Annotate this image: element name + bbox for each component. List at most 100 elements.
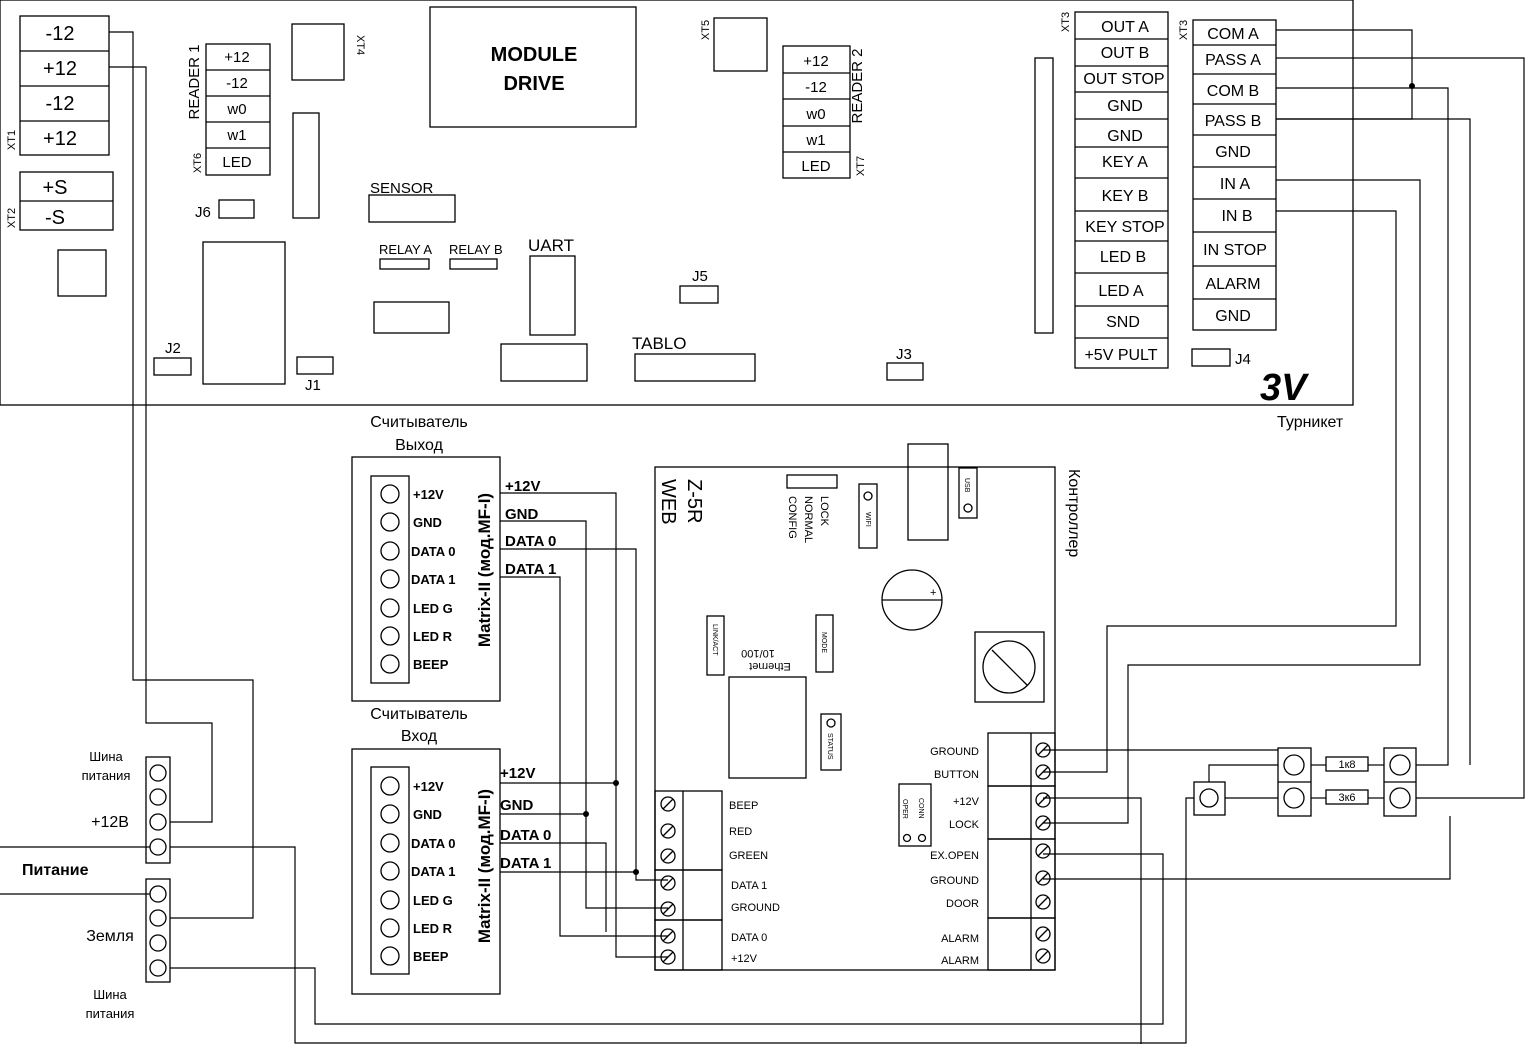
reader1-pin: +12 bbox=[224, 49, 249, 66]
rotary-switch bbox=[974, 631, 1045, 703]
j5-label: J5 bbox=[692, 268, 708, 285]
reader-wire-label: DATA 0 bbox=[500, 827, 551, 844]
screw-terminal bbox=[660, 823, 676, 839]
brand-logo: 3V bbox=[1260, 367, 1309, 409]
j3-jumper bbox=[886, 362, 924, 381]
terminal-label: EX.OPEN bbox=[930, 850, 979, 862]
board-outline bbox=[0, 0, 1354, 406]
oper-conn-jumper bbox=[898, 783, 932, 847]
relay-a-label: RELAY A bbox=[379, 242, 432, 257]
wire-exit-12v bbox=[500, 492, 668, 958]
controller-left-terminals bbox=[654, 790, 723, 971]
status-led bbox=[820, 713, 842, 771]
reader1-terminal: +12 -12 w0 w1 LED READER 1 XT6 bbox=[186, 43, 271, 176]
terminal-label: BEEP bbox=[729, 800, 758, 812]
mode-label: LOCK bbox=[818, 496, 830, 527]
reader-model: Matrix-II (мод.MF-I) bbox=[475, 493, 494, 647]
bus-caption: Шина bbox=[93, 987, 127, 1002]
resistor-3k6 bbox=[1325, 789, 1369, 805]
screw-terminal bbox=[1035, 894, 1051, 910]
reader-pin: GND bbox=[413, 515, 442, 530]
board-component bbox=[202, 241, 286, 385]
reader-entry-caption: Вход bbox=[401, 728, 438, 745]
board-component bbox=[500, 343, 588, 382]
xt1-pin: +12 bbox=[43, 128, 77, 150]
ground-label: Земля bbox=[86, 928, 134, 945]
ethernet-label: 10/100 bbox=[741, 647, 775, 659]
reader-wire-label: GND bbox=[500, 797, 534, 814]
uart-block bbox=[529, 255, 576, 336]
resistor-section: 1к8 3к6 bbox=[1193, 747, 1417, 817]
screw-terminal bbox=[660, 848, 676, 864]
terminal-label: LOCK bbox=[949, 819, 980, 831]
ethernet-port bbox=[728, 676, 807, 779]
module-drive-label: MODULE bbox=[491, 44, 578, 66]
power-bus-plus bbox=[145, 756, 171, 864]
screw-terminal bbox=[1035, 843, 1051, 859]
mode-button bbox=[815, 614, 834, 673]
xt3-pin: GND bbox=[1107, 128, 1143, 145]
board-component bbox=[373, 301, 450, 334]
reader-pin: LED R bbox=[413, 921, 453, 936]
xt3-right-terminal: COM A PASS A COM B PASS B GND IN A IN B … bbox=[1178, 19, 1277, 331]
link-act-led bbox=[706, 615, 725, 676]
wire-in-a bbox=[1043, 179, 1421, 824]
tablo-block bbox=[634, 353, 756, 382]
reader-pin: GND bbox=[413, 807, 442, 822]
xt3-pin: GND bbox=[1107, 98, 1143, 115]
screw-terminal bbox=[660, 796, 676, 812]
wires bbox=[0, 29, 1525, 1044]
wire-exopen-bottom bbox=[170, 853, 1164, 1025]
board-chip bbox=[57, 249, 107, 297]
xt3-pin: GND bbox=[1215, 308, 1251, 325]
junction-dots bbox=[583, 83, 1415, 875]
xt5-block bbox=[713, 17, 768, 72]
mode-label: NORMAL bbox=[802, 496, 814, 543]
resistor-label: 1к8 bbox=[1338, 759, 1355, 771]
xt3-pin: +5V PULT bbox=[1084, 347, 1157, 364]
mode-button-label: MODE bbox=[820, 632, 827, 653]
xt3-pin: COM B bbox=[1207, 83, 1259, 100]
xt4-block bbox=[291, 23, 345, 81]
mode-label: CONFIG bbox=[786, 496, 798, 539]
wire-com-b bbox=[1276, 87, 1449, 766]
xt3-left-terminal: OUT A OUT B OUT STOP GND GND KEY A KEY B… bbox=[1060, 11, 1169, 369]
bus-caption: Шина bbox=[89, 749, 123, 764]
terminal-label: DATA 0 bbox=[731, 932, 767, 944]
j4-jumper bbox=[1191, 348, 1231, 367]
xt1-pin: -12 bbox=[46, 93, 75, 115]
reader-pin: +12V bbox=[413, 779, 444, 794]
terminal-label: GROUND bbox=[930, 746, 979, 758]
reader-pin: +12V bbox=[413, 487, 444, 502]
wire-diode bbox=[1208, 764, 1278, 782]
usb-label: USB bbox=[963, 478, 970, 493]
wire-in-b bbox=[1043, 210, 1397, 773]
j4-label: J4 bbox=[1235, 351, 1251, 368]
controller-caption: Контроллер bbox=[1065, 469, 1082, 557]
jumper-label: CONN bbox=[917, 798, 924, 819]
controller-right-terminals bbox=[987, 732, 1056, 971]
xt3-pin: OUT B bbox=[1101, 45, 1150, 62]
j6-jumper bbox=[218, 199, 255, 219]
reader-entry: Считыватель Вход +12V GND DATA 0 DATA 1 … bbox=[351, 706, 551, 995]
terminal-cell bbox=[1193, 781, 1226, 816]
reader-pin: BEEP bbox=[413, 949, 449, 964]
reader-pin: LED G bbox=[413, 893, 453, 908]
j2-label: J2 bbox=[165, 340, 181, 357]
resistor-1k8 bbox=[1325, 756, 1369, 772]
xt2-pin: +S bbox=[42, 177, 67, 199]
j6-label: J6 bbox=[195, 204, 211, 221]
xt3-pin: PASS B bbox=[1205, 113, 1262, 130]
j3-label: J3 bbox=[896, 346, 912, 363]
sensor-block bbox=[368, 194, 456, 223]
reader-wire-label: +12V bbox=[505, 478, 540, 495]
reader-exit-caption: Считыватель bbox=[370, 414, 468, 431]
supply-label: Питание bbox=[22, 862, 89, 879]
ethernet-label: Ethernet bbox=[749, 660, 791, 672]
reader-exit: Считыватель Выход +12V GND DATA 0 DATA 1… bbox=[351, 414, 556, 702]
xt3-pin: IN A bbox=[1220, 176, 1251, 193]
uart-label: UART bbox=[528, 236, 574, 255]
screw-terminal bbox=[660, 901, 676, 917]
xt5-label: XT5 bbox=[700, 20, 712, 40]
